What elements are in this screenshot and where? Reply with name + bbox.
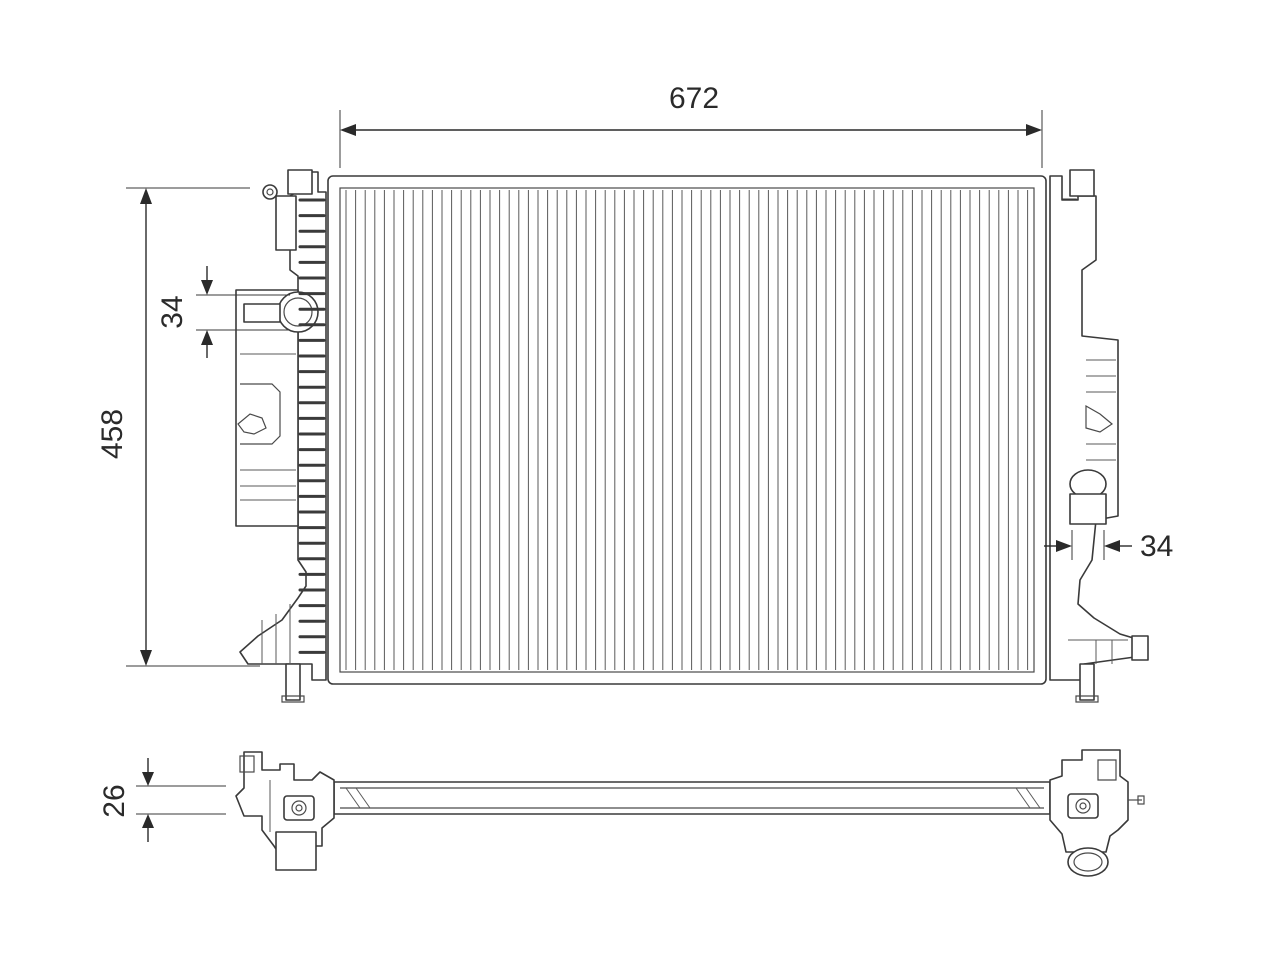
core-fins: [345, 190, 1029, 670]
lower-outlet-dimension: 34: [1044, 530, 1173, 563]
thickness-dimension: 26: [98, 758, 226, 842]
lower-outlet-label: 34: [1140, 530, 1173, 563]
upper-inlet-dimension: 34: [156, 266, 290, 358]
width-label: 672: [669, 82, 719, 115]
left-side-tank: [235, 169, 327, 703]
thickness-label: 26: [98, 784, 131, 817]
left-header-plate: [298, 198, 326, 654]
height-dimension: 458: [96, 187, 260, 667]
width-dimension: 672: [339, 82, 1043, 168]
height-label: 458: [96, 409, 129, 459]
right-side-tank: [1049, 169, 1149, 703]
radiator-core: [327, 175, 1047, 685]
upper-inlet-label: 34: [156, 295, 189, 328]
radiator-top-view: [235, 749, 1145, 877]
left-tank-top-view: [235, 751, 335, 871]
radiator-front-view: [235, 169, 1149, 703]
right-tank-top-view: [1049, 749, 1145, 877]
